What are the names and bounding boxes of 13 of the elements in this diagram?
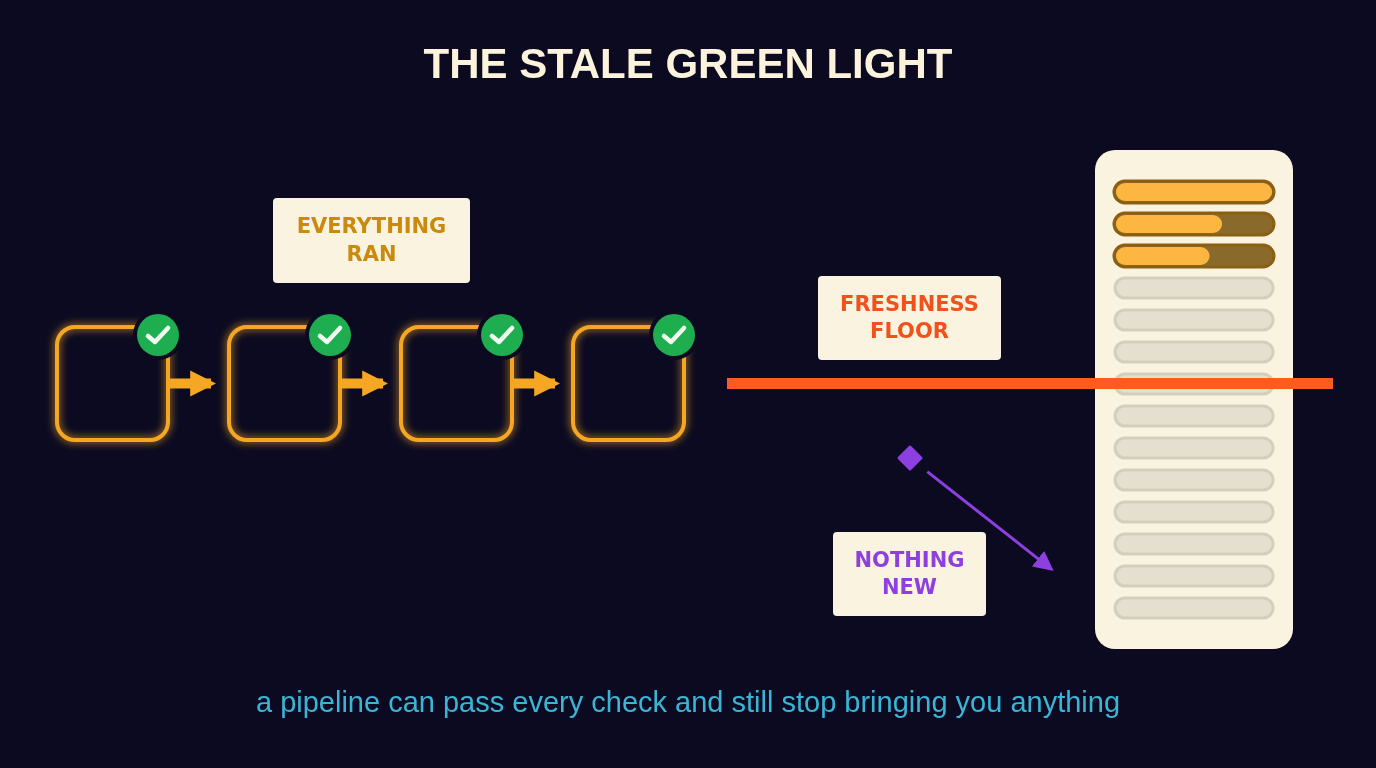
- label-card: [818, 276, 1001, 360]
- label-card: [273, 198, 470, 283]
- arrow: [342, 370, 389, 397]
- label-card: [833, 532, 986, 616]
- diamond-marker: [899, 447, 921, 469]
- card-label: FRESHNESS FLOOR: [839, 290, 980, 345]
- arrow: [926, 470, 1054, 572]
- arrow: [514, 370, 561, 397]
- title: THE STALE GREEN LIGHT: [422, 40, 954, 88]
- card-label: EVERYTHING RAN: [295, 213, 448, 268]
- card-label: NOTHING NEW: [853, 546, 966, 601]
- arrow: [170, 370, 217, 397]
- caption: a pipeline can pass every check and still stop bringing you anything: [254, 686, 1122, 719]
